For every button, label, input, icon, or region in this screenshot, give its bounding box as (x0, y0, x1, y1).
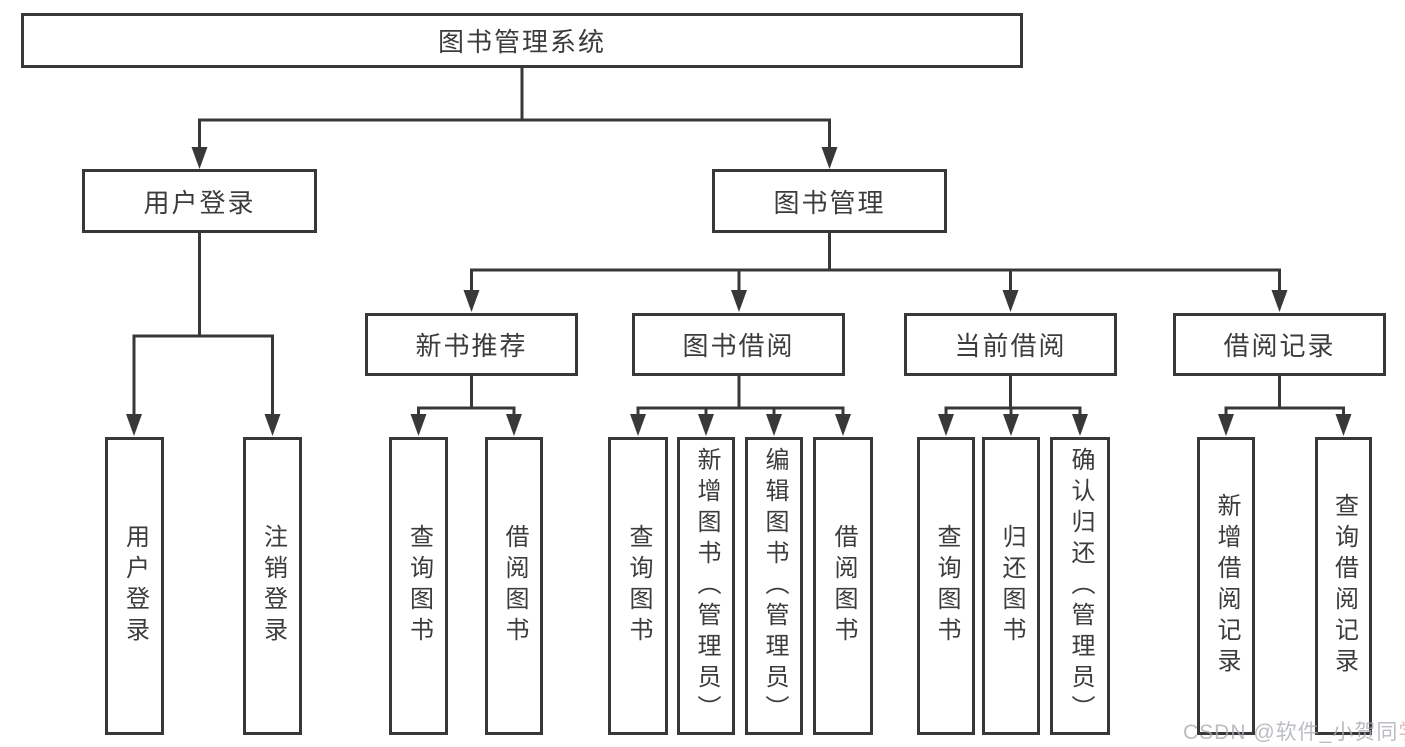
leaf-borrow-add-books-admin-label: 新增图书（管理员） (693, 446, 720, 726)
leaf-user-login: 用户登录 (105, 437, 164, 735)
watermark-red-text: 学 (1398, 721, 1405, 744)
leaf-logout-label: 注销登录 (259, 524, 287, 648)
node-current-borrow: 当前借阅 (904, 313, 1117, 376)
leaf-borrow-query-books: 查询图书 (608, 437, 668, 735)
watermark: CSDN @软件_小贺同学 (1183, 716, 1405, 746)
node-book-borrow: 图书借阅 (632, 313, 845, 376)
leaf-newbook-query-books: 查询图书 (389, 437, 448, 735)
leaf-current-confirm-return-admin: 确认归还（管理员） (1050, 437, 1110, 735)
leaf-newbook-borrow-books-label: 借阅图书 (501, 524, 528, 648)
leaf-borrow-edit-books-admin: 编辑图书（管理员） (745, 437, 803, 735)
leaf-records-add-record: 新增借阅记录 (1197, 437, 1255, 735)
node-new-book-recommend-label: 新书推荐 (415, 331, 528, 361)
leaf-current-query-books: 查询图书 (917, 437, 975, 735)
leaf-newbook-borrow-books: 借阅图书 (485, 437, 543, 735)
leaf-current-query-books-label: 查询图书 (933, 524, 960, 648)
leaf-borrow-borrow-books-label: 借阅图书 (830, 524, 857, 648)
leaf-borrow-borrow-books: 借阅图书 (813, 437, 873, 735)
node-new-book-recommend: 新书推荐 (365, 313, 578, 376)
node-user-login: 用户登录 (82, 169, 317, 233)
node-root-system: 图书管理系统 (21, 13, 1023, 68)
node-borrow-records: 借阅记录 (1173, 313, 1386, 376)
leaf-current-return-books-label: 归还图书 (998, 524, 1025, 648)
leaf-records-add-record-label: 新增借阅记录 (1213, 493, 1240, 679)
node-borrow-records-label: 借阅记录 (1223, 331, 1336, 361)
leaf-current-return-books: 归还图书 (982, 437, 1040, 735)
leaf-records-query-record-label: 查询借阅记录 (1330, 493, 1358, 679)
node-user-login-label: 用户登录 (143, 187, 256, 218)
leaf-current-confirm-return-admin-label: 确认归还（管理员） (1067, 446, 1094, 726)
leaf-records-query-record: 查询借阅记录 (1315, 437, 1372, 735)
leaf-user-login-label: 用户登录 (121, 524, 149, 648)
leaf-borrow-query-books-label: 查询图书 (625, 524, 652, 648)
node-root-label: 图书管理系统 (437, 27, 606, 57)
leaf-borrow-add-books-admin: 新增图书（管理员） (677, 437, 735, 735)
leaf-logout: 注销登录 (243, 437, 302, 735)
node-book-borrow-label: 图书借阅 (682, 331, 795, 361)
node-book-management: 图书管理 (712, 169, 947, 233)
watermark-gray-text: CSDN @软件_小贺同 (1183, 721, 1399, 744)
node-book-management-label: 图书管理 (773, 187, 886, 218)
leaf-borrow-edit-books-admin-label: 编辑图书（管理员） (761, 446, 788, 726)
leaf-newbook-query-books-label: 查询图书 (405, 524, 433, 648)
node-current-borrow-label: 当前借阅 (954, 331, 1067, 361)
